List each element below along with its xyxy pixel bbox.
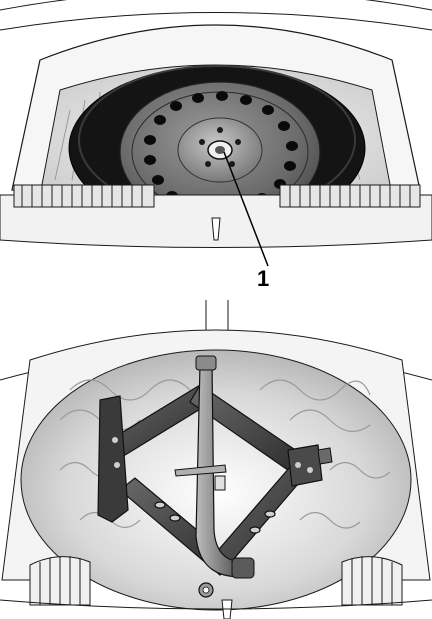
lug-holes: [199, 127, 241, 167]
wrench-socket: [231, 557, 255, 579]
grille-left: [13, 184, 155, 208]
trunk-inner-trim: [0, 12, 432, 31]
grille-right: [279, 184, 421, 208]
callout-leader-line: [223, 151, 269, 267]
bottom-latch: [221, 599, 233, 619]
bottom-lip-line: [0, 599, 432, 610]
trunk-latch: [211, 217, 221, 241]
bottom-grille-right: [341, 556, 403, 606]
trunk-outer-trim: [0, 0, 432, 11]
crank-handle: [174, 464, 227, 477]
callout-label-1: 1: [257, 266, 270, 291]
jack-tools-panel: [0, 300, 432, 619]
bottom-grille-left: [29, 556, 91, 606]
spare-wheel-illustration: [0, 0, 432, 267]
jack-screw-end: [317, 447, 333, 465]
jack-base-plate: [97, 395, 129, 523]
crank-clip: [214, 475, 226, 491]
jack-tools-illustration: [0, 300, 432, 619]
jack-saddle: [287, 444, 323, 487]
spare-wheel-panel: 1: [0, 0, 432, 300]
wrench-top-cap: [195, 355, 217, 371]
